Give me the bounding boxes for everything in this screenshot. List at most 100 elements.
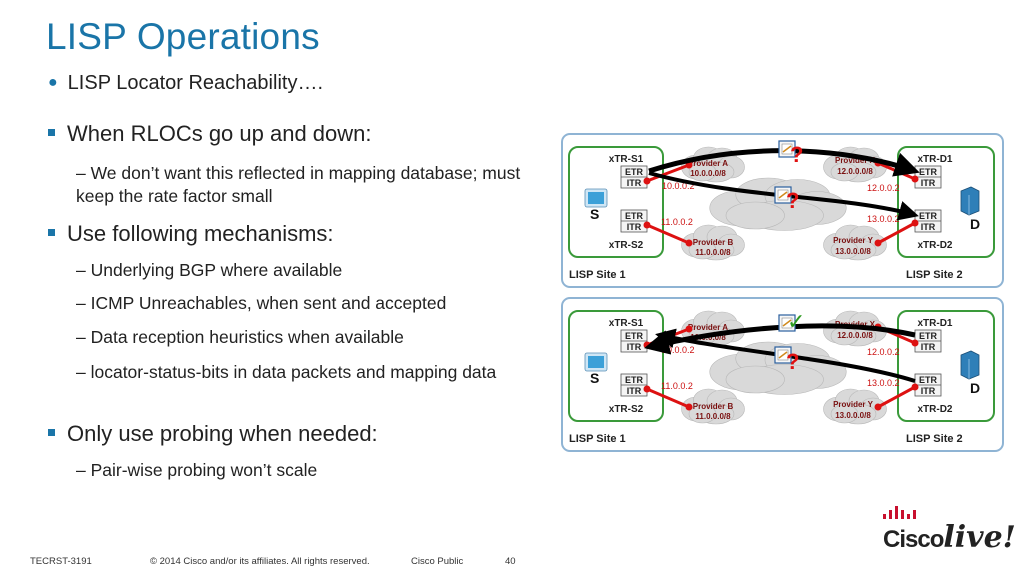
provider-a-label: Provider A — [688, 159, 728, 168]
probe-packet-icon — [778, 140, 796, 158]
provider-x-prefix: 12.0.0.0/8 — [837, 331, 873, 340]
itr-label: ITR — [921, 222, 936, 232]
xtr-name: xTR-S2 — [609, 240, 644, 251]
xtr-name: xTR-S1 — [609, 154, 644, 165]
bullet-2-sub-4: – locator-status-bits in data packets an… — [76, 362, 497, 382]
unreachable-question-icon: ? — [790, 142, 803, 167]
footer-session: TECRST-3191 — [30, 556, 92, 567]
rloc-d1: 12.0.0.2 — [867, 183, 900, 193]
unreachable-question-icon: ? — [786, 349, 799, 374]
probe-packet-icon — [774, 186, 792, 204]
bullet-2-text: Use following mechanisms: — [67, 221, 334, 246]
link-provider-y-d2 — [874, 219, 919, 247]
cisco-bars-icon — [883, 506, 916, 519]
provider-x-label: Provider X — [835, 156, 876, 165]
bullet-square-icon — [48, 429, 55, 436]
bullet-2-sub-3: – Data reception heuristics when availab… — [76, 327, 404, 347]
xtr-name: xTR-S2 — [609, 404, 644, 415]
footer-copyright: © 2014 Cisco and/or its affiliates. All … — [150, 556, 370, 567]
itr-label: ITR — [627, 222, 642, 232]
logo-cisco: Cisco — [883, 526, 944, 553]
site-2-boundary — [897, 310, 995, 422]
site-1-label: LISP Site 1 — [569, 269, 626, 281]
destination-server-icon — [960, 186, 980, 216]
destination-label: D — [970, 380, 980, 396]
link-s2-provider-b — [643, 385, 693, 411]
provider-x-prefix: 12.0.0.0/8 — [837, 167, 873, 176]
itr-label: ITR — [627, 342, 642, 352]
reply-packet-icon — [778, 314, 796, 332]
cisco-live-logo: Ciscolive! — [883, 520, 1016, 555]
bullet-3-text: Only use probing when needed: — [67, 421, 378, 446]
subtitle: ● LISP Locator Reachability…. — [48, 72, 323, 95]
provider-b-cloud — [681, 388, 745, 425]
rloc-s2: 11.0.0.2 — [661, 381, 693, 391]
bullet-2-sub-1: – Underlying BGP where available — [76, 260, 343, 280]
etr-label: ETR — [625, 167, 644, 177]
link-s2-provider-b — [643, 221, 693, 247]
slide-title: LISP Operations — [46, 16, 320, 57]
etr-label: ETR — [919, 211, 938, 221]
itr-label: ITR — [921, 386, 936, 396]
xtr-name: xTR-D1 — [917, 318, 952, 329]
bullet-dot-icon: ● — [48, 74, 58, 91]
rloc-s1: 10.0.0.2 — [662, 181, 695, 191]
bullet-3: Only use probing when needed: — [48, 421, 378, 447]
rloc-s1: 10.0.0.2 — [662, 345, 695, 355]
provider-y-prefix: 13.0.0.0/8 — [835, 411, 871, 420]
core-network-cloud — [709, 177, 847, 231]
xtr-name: xTR-D2 — [917, 240, 952, 251]
bullet-square-icon — [48, 129, 55, 136]
provider-b-prefix: 11.0.0.0/8 — [695, 412, 731, 421]
provider-y-cloud — [823, 388, 887, 425]
source-label: S — [590, 206, 599, 222]
unreachable-question-icon: ? — [786, 188, 799, 213]
provider-b-label: Provider B — [693, 402, 734, 411]
provider-x-cloud — [823, 146, 887, 183]
provider-y-label: Provider Y — [833, 236, 874, 245]
rloc-d2: 13.0.0.2 — [867, 378, 900, 388]
provider-y-cloud — [823, 224, 887, 261]
etr-label: ETR — [625, 375, 644, 385]
xtr-name: xTR-D1 — [917, 154, 952, 165]
destination-label: D — [970, 216, 980, 232]
etr-label: ETR — [919, 167, 938, 177]
provider-b-label: Provider B — [693, 238, 734, 247]
footer-classification: Cisco Public — [411, 556, 464, 567]
site-1-boundary — [568, 310, 664, 422]
provider-a-prefix: 10.0.0.0/8 — [690, 169, 726, 178]
reply-packet-icon — [774, 346, 792, 364]
site-2-label: LISP Site 2 — [906, 433, 963, 445]
bullet-square-icon — [48, 229, 55, 236]
etr-label: ETR — [919, 375, 938, 385]
reachable-check-icon: ✓ — [787, 310, 805, 335]
etr-label: ETR — [625, 211, 644, 221]
bullet-1-sub-1: – We don’t want this reflected in mappin… — [76, 163, 521, 206]
subtitle-text: LISP Locator Reachability…. — [67, 72, 323, 94]
xtr-name: xTR-S1 — [609, 318, 644, 329]
bullet-2: Use following mechanisms: — [48, 221, 334, 247]
etr-label: ETR — [625, 331, 644, 341]
provider-y-prefix: 13.0.0.0/8 — [835, 247, 871, 256]
provider-b-prefix: 11.0.0.0/8 — [695, 248, 731, 257]
itr-label: ITR — [921, 178, 936, 188]
destination-server-icon — [960, 350, 980, 380]
bullet-2-sub-2: – ICMP Unreachables, when sent and accep… — [76, 293, 447, 313]
page-number: 40 — [505, 556, 516, 567]
source-host-icon — [584, 352, 608, 372]
itr-label: ITR — [627, 178, 642, 188]
itr-label: ITR — [921, 342, 936, 352]
site-1-boundary — [568, 146, 664, 258]
link-provider-y-d2 — [874, 383, 919, 411]
provider-a-label: Provider A — [688, 323, 728, 332]
provider-y-label: Provider Y — [833, 400, 874, 409]
